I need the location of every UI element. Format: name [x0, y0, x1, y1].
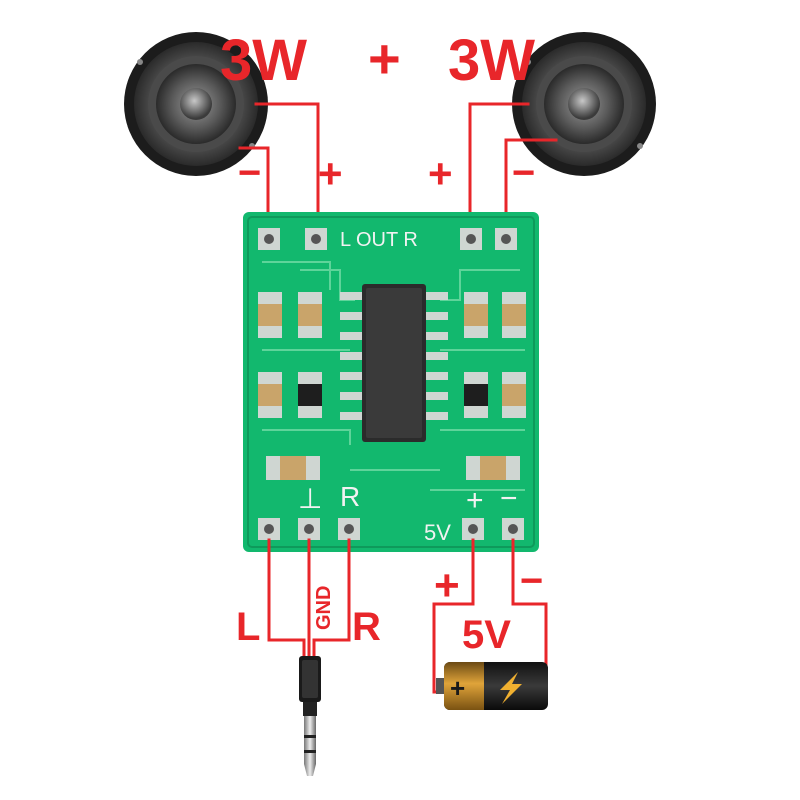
amplifier-chip — [340, 284, 448, 442]
title-left-power: 3W — [220, 28, 307, 93]
wire-right-speaker-minus — [504, 138, 558, 238]
jack-left-label: L — [236, 605, 260, 649]
board-power-label: 5V — [424, 520, 451, 545]
wire-audio-left — [267, 538, 306, 664]
wire-audio-right — [312, 538, 351, 664]
title-right-power: 3W — [448, 28, 535, 93]
jack-right-label: R — [352, 605, 381, 649]
board-input-gnd-label: ⊥ — [298, 483, 322, 514]
wire-right-speaker-plus — [468, 102, 530, 238]
speaker-left-minus-label: − — [238, 151, 261, 195]
speaker-left-plus-label: + — [318, 150, 343, 197]
battery-minus-label: − — [520, 559, 543, 603]
battery-voltage-label: 5V — [462, 613, 511, 657]
output-pads — [258, 228, 517, 250]
battery-plus-symbol: + — [450, 673, 465, 703]
speaker-right-minus-label: − — [512, 151, 535, 195]
battery-icon: + — [436, 662, 548, 710]
smd-components — [258, 292, 526, 480]
board-input-right-label: R — [340, 481, 360, 512]
amplifier-board: L OUT R — [243, 212, 539, 552]
wire-left-speaker-minus — [238, 146, 270, 238]
title-plus: + — [368, 27, 401, 90]
lightning-icon — [500, 672, 522, 704]
input-pads — [258, 518, 524, 540]
board-power-minus-label: − — [500, 482, 518, 515]
wire-left-speaker-plus — [254, 102, 320, 238]
speaker-left-screw — [137, 59, 143, 65]
jack-gnd-label: GND — [313, 586, 335, 630]
audio-jack-plug — [299, 656, 321, 776]
speaker-right-plus-label: + — [428, 150, 453, 197]
speaker-left — [124, 32, 268, 176]
battery-plus-label: + — [434, 561, 460, 610]
board-power-plus-label: + — [466, 484, 484, 517]
board-out-label: L OUT R — [340, 229, 418, 251]
